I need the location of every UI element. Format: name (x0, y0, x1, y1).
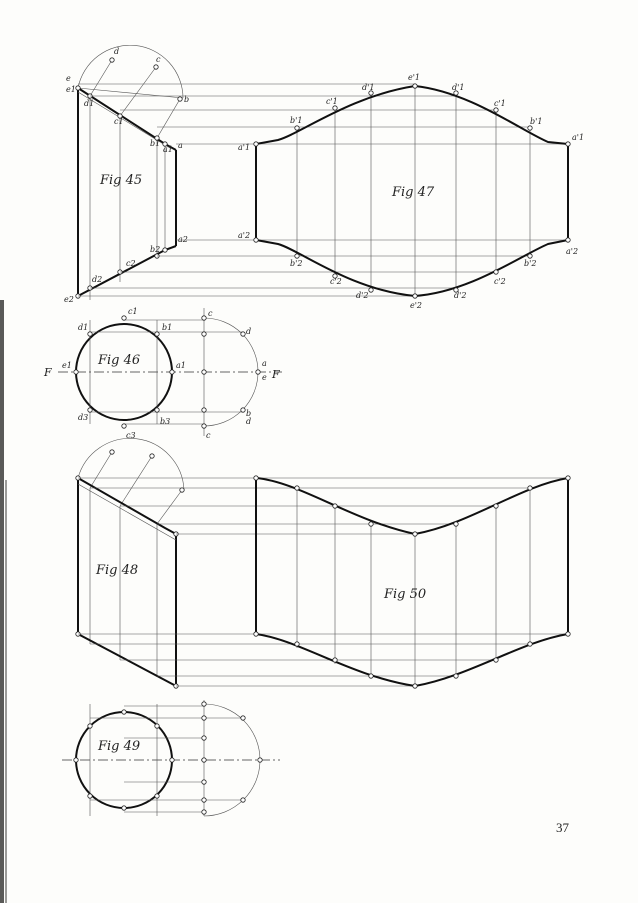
label-fig47-a1-left: a'1 (238, 143, 250, 152)
label-fig47-a2-left: a'2 (238, 231, 250, 240)
label-fig46-c-bottom: c (206, 431, 211, 440)
fig-46: c1 d1 b1 c d e1 a1 a e d3 b3 b d c3 c F … (43, 307, 282, 440)
label-fig46-b3: b3 (160, 417, 170, 426)
label-fig45-e: e (66, 74, 71, 83)
label-fig45-a2: a2 (178, 235, 188, 244)
axis-label-right: F (271, 368, 280, 381)
label-fig46-d-top: d (246, 327, 251, 336)
projectors-48-50 (78, 477, 568, 687)
label-fig46-e: e (262, 373, 267, 382)
projectors-45-47 (78, 83, 568, 297)
label-fig47-b1-right: b'1 (530, 117, 542, 126)
label-fig45-b1: b1 (150, 139, 160, 148)
label-fig47-e1: e'1 (408, 73, 420, 82)
label-fig45-e1: e1 (66, 85, 76, 94)
fig46-caption: Fig 46 (97, 353, 140, 368)
label-fig47-d2-left: d'2 (356, 291, 368, 300)
label-fig46-c-top: c (208, 309, 213, 318)
label-fig47-c1-right: c'1 (494, 99, 506, 108)
fig49-caption: Fig 49 (97, 739, 140, 754)
fig-50: Fig 50 (253, 475, 571, 689)
label-fig45-c1: c1 (114, 117, 124, 126)
label-fig45-d: d (114, 47, 119, 56)
fig45-caption: Fig 45 (99, 173, 142, 188)
label-fig46-d-bottom: d (246, 417, 251, 426)
label-fig46-b: b (246, 409, 251, 418)
label-fig46-a: a (262, 359, 267, 368)
label-fig47-c1-left: c'1 (326, 97, 338, 106)
label-fig46-d1: d1 (78, 323, 88, 332)
label-fig47-e2: e'2 (410, 301, 422, 310)
binding-edge (0, 300, 7, 903)
fig48-caption: Fig 48 (95, 563, 138, 578)
label-fig47-b2-left: b'2 (290, 259, 302, 268)
label-fig45-e2: e2 (64, 295, 74, 304)
label-fig47-b1-left: b'1 (290, 116, 302, 125)
fig50-caption: Fig 50 (383, 587, 426, 602)
page-number: 37 (556, 820, 570, 835)
fig47-caption: Fig 47 (391, 185, 435, 200)
label-fig47-a1-right: a'1 (572, 133, 584, 142)
label-fig45-d1: d1 (84, 99, 94, 108)
label-fig45-b: b (184, 95, 189, 104)
label-fig47-a2-right: a'2 (566, 247, 578, 256)
label-fig45-a1: a1 (163, 145, 173, 154)
label-fig46-c3: c3 (126, 431, 136, 440)
label-fig47-c2-right: c'2 (494, 277, 506, 286)
label-fig46-c1: c1 (128, 307, 138, 316)
label-fig46-a1: a1 (176, 361, 186, 370)
fig-49: Fig 49 (62, 700, 280, 817)
label-fig46-e1: e1 (62, 361, 72, 370)
label-fig46-d3: d3 (78, 413, 88, 422)
label-fig47-d2-right: d'2 (454, 291, 466, 300)
axis-label-left: F (43, 366, 52, 379)
label-fig47-d1-left: d'1 (362, 83, 374, 92)
label-fig45-c: c (156, 55, 161, 64)
label-fig45-a: a (178, 141, 183, 150)
fig-48: Fig 48 (75, 438, 185, 689)
label-fig45-d2: d2 (92, 275, 102, 284)
label-fig47-b2-right: b'2 (524, 259, 536, 268)
fig-47: a'1 b'1 c'1 d'1 e'1 d'1 c'1 b'1 a'1 a'2 … (238, 73, 584, 310)
label-fig47-c2-left: c'2 (330, 277, 342, 286)
fig-45: d c e e1 d1 c1 b b1 a1 a a2 b2 c2 d2 e2 … (64, 44, 189, 304)
label-fig45-c2: c2 (126, 259, 136, 268)
label-fig47-d1-right: d'1 (452, 83, 464, 92)
label-fig46-b1: b1 (162, 323, 172, 332)
label-fig45-b2: b2 (150, 245, 160, 254)
